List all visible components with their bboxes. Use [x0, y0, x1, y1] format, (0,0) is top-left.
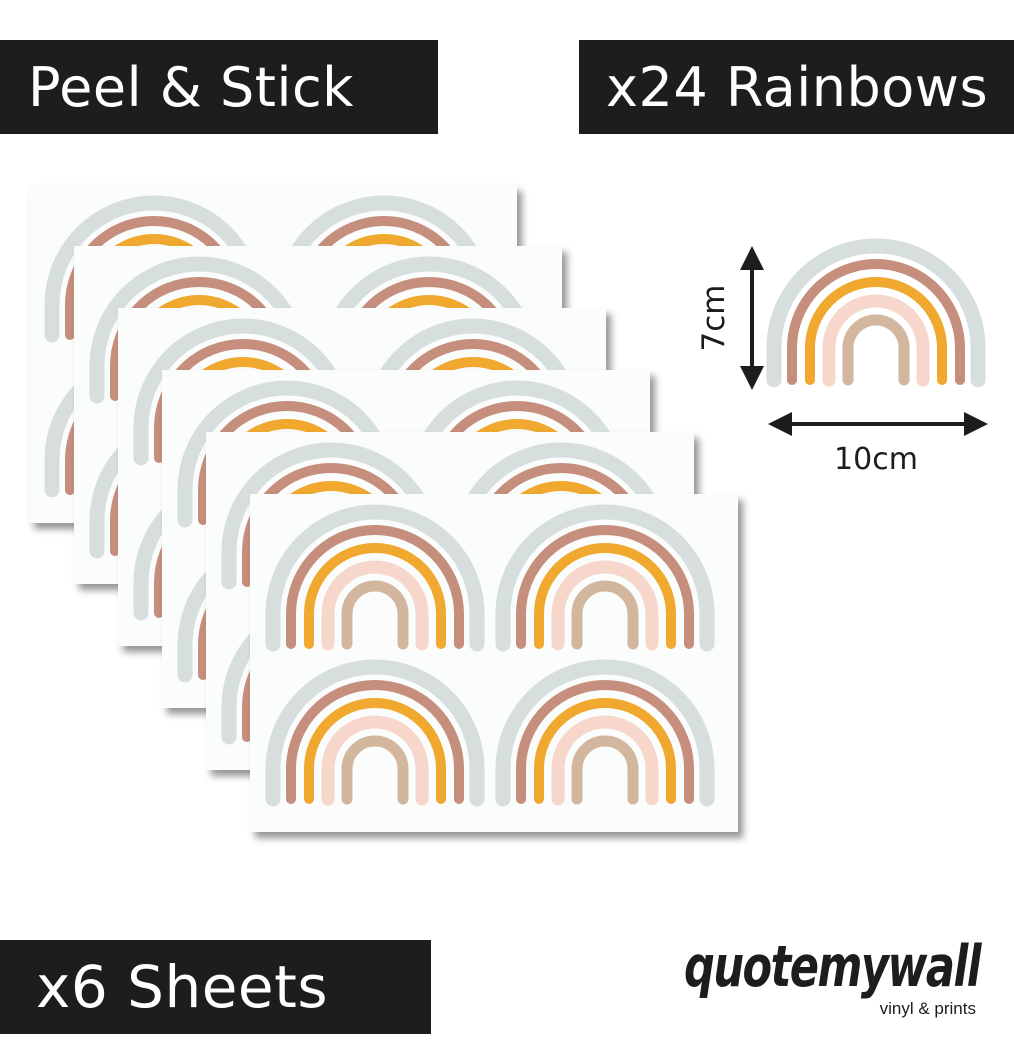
rainbow-sticker [495, 504, 715, 652]
sheet-rainbows [265, 504, 715, 807]
width-arrow-icon [768, 412, 988, 436]
peel-and-stick-label: Peel & Stick [0, 40, 438, 134]
rainbow-count-label: x24 Rainbows [579, 40, 1014, 134]
width-dimension-text: 10cm [834, 442, 918, 477]
quotemywall-logo: quotemywall vinyl & prints [684, 934, 985, 1018]
height-dimension-text: 7cm [700, 285, 732, 352]
brand-name: quotemywall [684, 934, 983, 1000]
sticker-sheet [250, 494, 738, 832]
rainbow-sticker [766, 238, 986, 388]
sheet-count-label: x6 Sheets [0, 940, 431, 1034]
rainbow-sticker [495, 659, 715, 807]
height-arrow-icon [740, 246, 764, 390]
rainbow-sticker [766, 238, 986, 388]
rainbow-sticker [265, 504, 485, 652]
brand-tagline: vinyl & prints [880, 999, 976, 1018]
rainbow-sticker [265, 659, 485, 807]
rainbow-size-diagram: 7cm 10cm [700, 238, 988, 477]
